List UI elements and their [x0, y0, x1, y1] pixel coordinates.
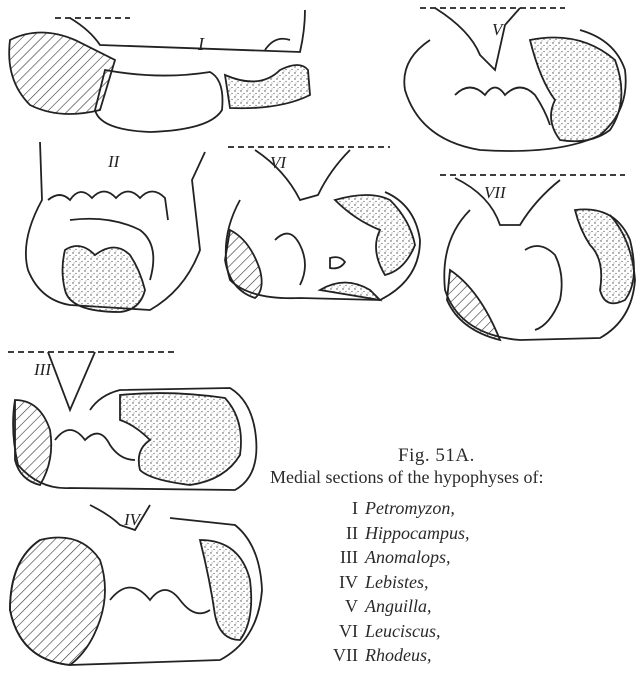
legend-numeral: VI	[300, 621, 358, 642]
legend-species: Petromyzon,	[365, 498, 455, 518]
legend-numeral: II	[300, 523, 358, 544]
panel-label-vi: VI	[270, 153, 287, 172]
legend-species: Hippocampus,	[365, 523, 470, 543]
panel-label-iii: III	[33, 360, 52, 379]
legend-species: Rhodeus,	[365, 645, 432, 665]
panel-v-drawing	[404, 8, 625, 151]
legend-species: Anguilla,	[365, 596, 432, 616]
panel-label-i: I	[197, 34, 205, 54]
legend-numeral: I	[300, 498, 358, 519]
legend-species: Anomalops,	[365, 547, 451, 567]
legend-numeral: IV	[300, 572, 358, 593]
legend-item: VI Leuciscus,	[300, 621, 560, 646]
panel-vii-drawing	[440, 175, 635, 340]
panel-i-drawing	[9, 10, 310, 132]
legend-species: Leuciscus,	[365, 621, 441, 641]
legend-item: II Hippocampus,	[300, 523, 560, 548]
panel-label-vii: VII	[484, 183, 507, 202]
panel-vi-drawing	[225, 147, 420, 300]
species-legend: I Petromyzon, II Hippocampus, III Anomalops…	[300, 498, 560, 670]
legend-item: I Petromyzon,	[300, 498, 560, 523]
panel-iv-drawing	[10, 505, 262, 665]
legend-item: V Anguilla,	[300, 596, 560, 621]
panel-label-iv: IV	[123, 510, 143, 529]
legend-numeral: III	[300, 547, 358, 568]
legend-item: VII Rhodeus,	[300, 645, 560, 670]
legend-item: III Anomalops,	[300, 547, 560, 572]
figure-number: Fig. 51A.	[398, 445, 475, 467]
panel-label-ii: II	[107, 152, 121, 171]
legend-species: Lebistes,	[365, 572, 429, 592]
legend-numeral: VII	[300, 645, 358, 666]
legend-item: IV Lebistes,	[300, 572, 560, 597]
figure-description: Medial sections of the hypophyses of:	[270, 467, 543, 488]
legend-numeral: V	[300, 596, 358, 617]
